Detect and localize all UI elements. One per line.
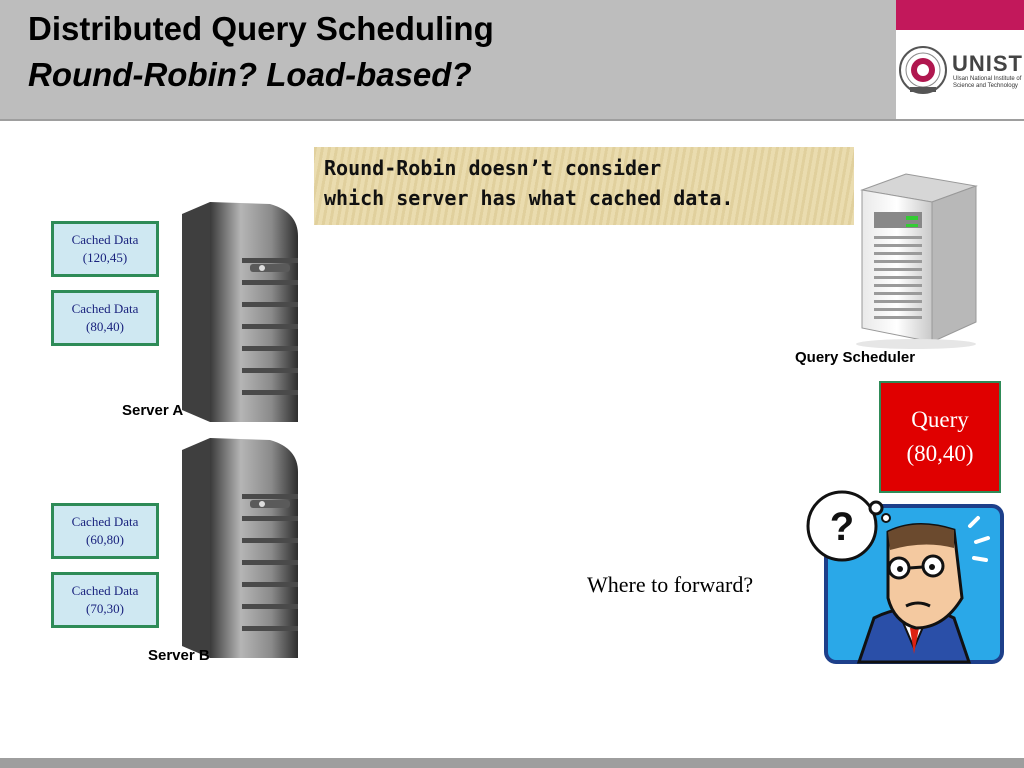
server-a-label: Server A — [122, 402, 184, 419]
note-line-1: Round-Robin doesn’t consider — [324, 156, 662, 180]
server-b-label: Server B — [148, 647, 210, 664]
cache-title: Cached Data — [71, 232, 139, 247]
cache-range: (80,40) — [86, 319, 124, 334]
cache-title: Cached Data — [71, 514, 139, 529]
query-box: Query (80,40) — [879, 381, 1001, 493]
callout-note: Round-Robin doesn’t consider which serve… — [314, 147, 854, 225]
logo-name: UNIST — [952, 51, 1023, 76]
note-line-2: which server has what cached data. — [324, 186, 734, 210]
accent-bar — [896, 0, 1024, 30]
cache-box: Cached Data (120,45) — [51, 221, 159, 277]
footer-bar — [0, 758, 1024, 768]
question-mark: ? — [830, 505, 854, 549]
cache-box: Cached Data (80,40) — [51, 290, 159, 346]
cache-range: (120,45) — [82, 250, 128, 265]
cache-title: Cached Data — [71, 301, 139, 316]
thinking-man-icon: ? — [806, 490, 1004, 664]
server-a-icon — [182, 202, 298, 422]
title-bar — [0, 0, 896, 119]
cache-title: Cached Data — [71, 583, 139, 598]
logo-subtitle: Ulsan National Institute of Science and … — [953, 76, 1022, 89]
server-b-icon — [182, 438, 298, 658]
query-scheduler-label: Query Scheduler — [795, 349, 916, 366]
query-title: Query — [911, 407, 969, 432]
cache-range: (70,30) — [86, 601, 124, 616]
university-seal-icon — [899, 46, 947, 94]
forward-question: Where to forward? — [587, 572, 754, 597]
cache-box: Cached Data (70,30) — [51, 572, 159, 628]
header-rule — [0, 119, 1024, 121]
query-range: (80,40) — [906, 441, 974, 466]
query-scheduler-icon — [856, 173, 978, 349]
slide-subtitle: Round-Robin? Load-based? — [28, 56, 472, 93]
cache-range: (60,80) — [86, 532, 124, 547]
slide-title: Distributed Query Scheduling — [28, 10, 494, 47]
cache-box: Cached Data (60,80) — [51, 503, 159, 559]
